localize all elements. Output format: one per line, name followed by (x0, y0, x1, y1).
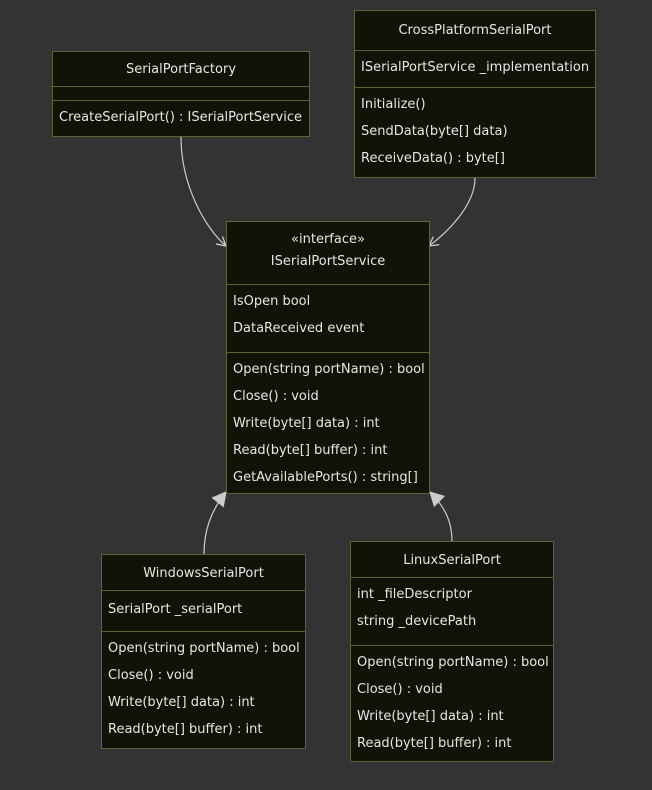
method-item: Read(byte[] buffer) : int (108, 722, 263, 737)
attribute-item: ISerialPortService _implementation (361, 60, 590, 75)
attributes-section (53, 86, 309, 100)
methods-section: Open(string portName) : bool Close() : v… (351, 645, 553, 762)
method-item: Write(byte[] data) : int (233, 416, 380, 431)
method-item: Open(string portName) : bool (233, 362, 425, 377)
class-crossplatformserialport: CrossPlatformSerialPort ISerialPortServi… (354, 10, 596, 178)
method-item: Write(byte[] data) : int (357, 709, 504, 724)
attributes-section: int _fileDescriptor string _devicePath (351, 577, 553, 645)
class-name: WindowsSerialPort (143, 566, 264, 581)
class-windowsserialport: WindowsSerialPort SerialPort _serialPort… (101, 554, 306, 749)
methods-section: Initialize() SendData(byte[] data) Recei… (355, 87, 595, 177)
method-item: Read(byte[] buffer) : int (233, 443, 388, 458)
class-serialportfactory: SerialPortFactory CreateSerialPort() : I… (52, 51, 310, 137)
attribute-item: DataReceived event (233, 321, 365, 336)
class-name: SerialPortFactory (125, 62, 237, 77)
method-item: CreateSerialPort() : ISerialPortService (59, 110, 302, 125)
method-item: Close() : void (108, 668, 194, 683)
method-item: Close() : void (357, 682, 443, 697)
class-linuxserialport: LinuxSerialPort int _fileDescriptor stri… (350, 541, 554, 762)
class-header: CrossPlatformSerialPort (355, 11, 595, 50)
class-name: LinuxSerialPort (403, 553, 501, 568)
method-item: Open(string portName) : bool (357, 655, 549, 670)
method-item: Write(byte[] data) : int (108, 695, 255, 710)
attribute-item: string _devicePath (357, 614, 477, 629)
attribute-item: IsOpen bool (233, 294, 311, 309)
attribute-item: SerialPort _serialPort (108, 602, 243, 617)
attributes-section: ISerialPortService _implementation (355, 50, 595, 87)
stereotype-label: «interface» (291, 232, 365, 247)
methods-section: CreateSerialPort() : ISerialPortService (53, 100, 309, 136)
method-item: ReceiveData() : byte[] (361, 151, 505, 166)
methods-section: Open(string portName) : bool Close() : v… (102, 631, 305, 748)
method-item: Open(string portName) : bool (108, 641, 300, 656)
attributes-section: IsOpen bool DataReceived event (227, 284, 429, 352)
edge-windows-to-iservice (203, 491, 227, 555)
attributes-section: SerialPort _serialPort (102, 590, 305, 631)
class-header: WindowsSerialPort (102, 555, 305, 590)
methods-section: Open(string portName) : bool Close() : v… (227, 352, 429, 496)
class-name: ISerialPortService (270, 254, 386, 269)
edge-linux-to-iservice (429, 491, 453, 542)
method-item: Initialize() (361, 97, 426, 112)
edge-factory-to-iservice (180, 136, 228, 247)
class-header: LinuxSerialPort (351, 542, 553, 577)
class-name: CrossPlatformSerialPort (398, 23, 552, 38)
attribute-item: int _fileDescriptor (357, 587, 472, 602)
edge-crossplatform-to-iservice (427, 177, 476, 247)
class-iserialportservice: «interface» ISerialPortService IsOpen bo… (226, 221, 430, 494)
method-item: SendData(byte[] data) (361, 124, 508, 139)
method-item: Read(byte[] buffer) : int (357, 736, 512, 751)
method-item: Close() : void (233, 389, 319, 404)
method-item: GetAvailablePorts() : string[] (233, 470, 418, 485)
class-header: SerialPortFactory (53, 52, 309, 86)
class-header: «interface» ISerialPortService (227, 222, 429, 284)
